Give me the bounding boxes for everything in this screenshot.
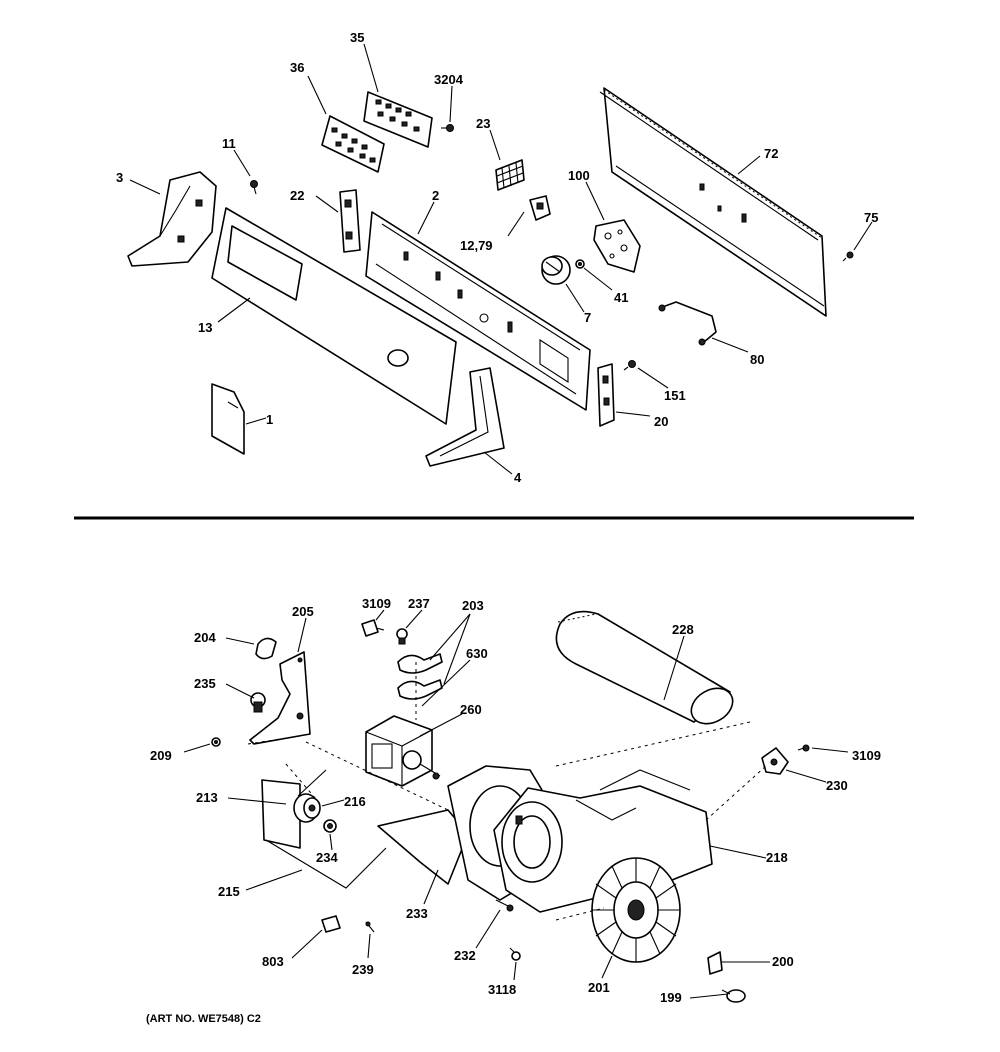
label-13: 13 bbox=[198, 320, 212, 335]
label-4: 4 bbox=[514, 470, 522, 485]
part-232-screw bbox=[495, 899, 514, 912]
label-233: 233 bbox=[406, 906, 428, 921]
part-239-screw bbox=[365, 921, 375, 933]
lower-assembly-lines bbox=[247, 662, 767, 921]
lower-leader-lines bbox=[183, 609, 849, 999]
label-237: 237 bbox=[408, 596, 430, 611]
label-1: 1 bbox=[266, 412, 273, 427]
label-23: 23 bbox=[476, 116, 490, 131]
label-11: 11 bbox=[222, 136, 236, 151]
part-213-plate bbox=[261, 779, 301, 849]
part-199-screw bbox=[721, 989, 746, 1003]
label-213: 213 bbox=[196, 790, 218, 805]
label-7: 7 bbox=[584, 310, 591, 325]
lower-callout-labels: 3109 237 203 205 204 630 228 235 260 209… bbox=[150, 596, 881, 1005]
label-200: 200 bbox=[772, 954, 794, 969]
part-72-back-panel bbox=[599, 87, 827, 317]
label-2: 2 bbox=[432, 188, 439, 203]
label-22: 22 bbox=[290, 188, 304, 203]
label-3: 3 bbox=[116, 170, 123, 185]
part-20-end-cap bbox=[597, 363, 615, 427]
part-12-79-switch bbox=[529, 195, 551, 221]
part-201-blower-wheel bbox=[591, 857, 681, 963]
part-237-clip bbox=[396, 628, 408, 645]
label-239: 239 bbox=[352, 962, 374, 977]
part-80-clip bbox=[658, 301, 717, 346]
label-3109-right: 3109 bbox=[852, 748, 881, 763]
label-215: 215 bbox=[218, 884, 240, 899]
part-230-thermostat bbox=[761, 747, 789, 775]
label-235: 235 bbox=[194, 676, 216, 691]
label-218: 218 bbox=[766, 850, 788, 865]
label-3204: 3204 bbox=[434, 72, 464, 87]
part-36-overlay bbox=[321, 115, 385, 173]
label-41: 41 bbox=[614, 290, 628, 305]
part-41-nut bbox=[575, 259, 585, 269]
part-11-screw bbox=[250, 180, 258, 195]
part-216-pulley bbox=[293, 769, 327, 823]
upper-callout-labels: 35 36 3204 23 72 100 11 3 22 2 12,79 75 … bbox=[116, 30, 878, 485]
label-204: 204 bbox=[194, 630, 216, 645]
part-228-duct bbox=[555, 610, 734, 725]
part-151-screw bbox=[623, 360, 636, 371]
part-1-manual bbox=[211, 383, 245, 455]
label-803: 803 bbox=[262, 954, 284, 969]
part-13-panel bbox=[211, 207, 457, 425]
label-216: 216 bbox=[344, 794, 366, 809]
label-12-79: 12,79 bbox=[460, 238, 493, 253]
part-4-end-cap bbox=[425, 367, 505, 467]
label-80: 80 bbox=[750, 352, 764, 367]
label-100: 100 bbox=[568, 168, 590, 183]
part-3-end-cap bbox=[127, 171, 217, 267]
label-75: 75 bbox=[864, 210, 878, 225]
label-228: 228 bbox=[672, 622, 694, 637]
label-201: 201 bbox=[588, 980, 610, 995]
part-215-wire bbox=[265, 839, 387, 889]
label-205: 205 bbox=[292, 604, 314, 619]
part-234-nut bbox=[323, 819, 337, 833]
upper-leader-lines bbox=[129, 43, 873, 475]
label-35: 35 bbox=[350, 30, 364, 45]
part-22-bracket bbox=[339, 189, 361, 253]
label-209: 209 bbox=[150, 748, 172, 763]
label-151: 151 bbox=[664, 388, 686, 403]
label-630: 630 bbox=[466, 646, 488, 661]
part-3109-screw-right bbox=[797, 744, 810, 752]
part-35-overlay bbox=[363, 91, 433, 148]
label-72: 72 bbox=[764, 146, 778, 161]
label-36: 36 bbox=[290, 60, 304, 75]
part-204-clip bbox=[255, 637, 277, 660]
label-230: 230 bbox=[826, 778, 848, 793]
label-232: 232 bbox=[454, 948, 476, 963]
label-234: 234 bbox=[316, 850, 338, 865]
label-3109-top: 3109 bbox=[362, 596, 391, 611]
part-205-bracket bbox=[249, 651, 311, 745]
part-2-frame bbox=[365, 211, 591, 411]
label-20: 20 bbox=[654, 414, 668, 429]
part-203-clamps bbox=[397, 653, 443, 700]
part-803-clip bbox=[321, 915, 341, 933]
part-7-knob bbox=[541, 255, 571, 285]
part-3118-screw bbox=[509, 947, 521, 961]
art-number: (ART NO. WE7548) C2 bbox=[146, 1013, 261, 1025]
part-100-control bbox=[593, 219, 641, 273]
part-23-grille bbox=[495, 159, 525, 191]
part-233-bracket bbox=[377, 809, 469, 885]
part-3109-screw bbox=[361, 619, 385, 637]
part-200-part bbox=[707, 951, 723, 975]
label-203: 203 bbox=[462, 598, 484, 613]
label-260: 260 bbox=[460, 702, 482, 717]
part-235-switch bbox=[250, 692, 266, 713]
label-199: 199 bbox=[660, 990, 682, 1005]
part-209-nut bbox=[211, 737, 221, 747]
part-3204-screw bbox=[441, 124, 454, 132]
label-3118: 3118 bbox=[488, 982, 516, 997]
part-75-screw bbox=[842, 251, 854, 262]
